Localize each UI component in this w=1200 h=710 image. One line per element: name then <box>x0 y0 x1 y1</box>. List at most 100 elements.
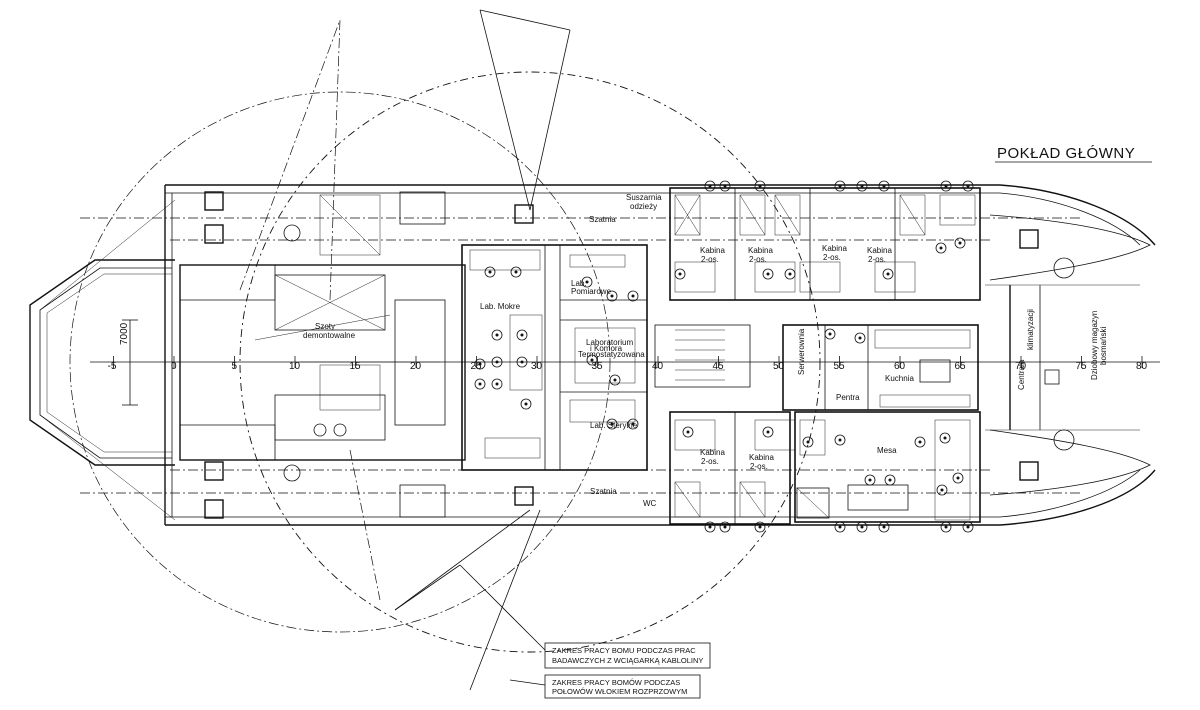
chair-symbol-center <box>860 184 864 188</box>
chair-symbol-center <box>766 272 770 276</box>
chair-symbol <box>882 268 894 280</box>
chair-symbol <box>940 180 952 192</box>
chair-symbol <box>864 474 876 486</box>
chair-symbol <box>719 521 731 533</box>
note-bom-line-1: ZAKRES PRACY BOMU PODCZAS PRAC <box>552 646 696 655</box>
chair-symbol-center <box>514 270 518 274</box>
chair-symbol-center <box>686 430 690 434</box>
cabin-label: Kabina <box>700 448 725 457</box>
frame-tick-label: 75 <box>1076 361 1088 372</box>
room-lab-termo-3: Termostatyzowana <box>578 350 645 359</box>
chair-symbol-center <box>918 440 922 444</box>
labels: POKŁAD GŁÓWNY 7000 Szoty demontowalne La… <box>119 145 1152 508</box>
hull-outline <box>164 184 1156 526</box>
room-szoty: Szoty <box>315 322 335 331</box>
frame-tick-label: 20 <box>410 361 422 372</box>
chair-symbol <box>491 329 503 341</box>
chair-symbol-center <box>488 270 492 274</box>
chair-symbol <box>856 521 868 533</box>
chair-symbol-center <box>944 184 948 188</box>
chair-symbol <box>884 474 896 486</box>
chair-symbol <box>802 436 814 448</box>
frame-tick-label: 15 <box>350 361 362 372</box>
chair-symbol <box>516 356 528 368</box>
frame-tick-label: 80 <box>1136 361 1148 372</box>
frame-tick-label: 40 <box>652 361 664 372</box>
chair-symbol-center <box>828 332 832 336</box>
chair-symbol <box>704 521 716 533</box>
chair-symbol-center <box>758 525 762 529</box>
frame-tick-label: 25 <box>471 361 483 372</box>
chair-symbol-center <box>495 382 499 386</box>
frame-tick-label: 5 <box>232 361 238 372</box>
room-szatnia-bottom: Szatnia <box>590 487 617 496</box>
cabin-label: 2-os. <box>868 255 886 264</box>
cabin-label: Kabina <box>749 453 774 462</box>
chair-symbol-center <box>966 184 970 188</box>
chair-symbol-center <box>806 440 810 444</box>
cabins-bottom <box>669 411 796 525</box>
chair-symbol-center <box>956 476 960 480</box>
furniture-symbols <box>474 180 974 533</box>
chair-symbol-center <box>882 184 886 188</box>
chair-symbol <box>474 378 486 390</box>
cabin-label: 2-os. <box>823 253 841 262</box>
chair-symbol-center <box>838 525 842 529</box>
chair-symbol <box>606 290 618 302</box>
chair-symbol <box>952 472 964 484</box>
chair-symbol-center <box>520 333 524 337</box>
room-wc: WC <box>643 499 657 508</box>
deck-fittings <box>204 191 1075 519</box>
room-lab-pomiarowe-2: Pomiarowe <box>571 287 612 296</box>
chair-symbol-center <box>758 184 762 188</box>
chair-symbol <box>824 328 836 340</box>
room-centrala-2: klimatyzacji <box>1026 309 1035 350</box>
chair-symbol <box>484 266 496 278</box>
chair-symbol-center <box>958 241 962 245</box>
chair-symbol <box>962 521 974 533</box>
note-bom-line-2: BADAWCZYCH Z WCIĄGARKĄ KABLOLINY <box>552 656 703 665</box>
chair-symbol-center <box>524 402 528 406</box>
frame-tick-label: 10 <box>289 361 301 372</box>
chair-symbol <box>491 356 503 368</box>
frame-tick-label: -5 <box>108 361 117 372</box>
stern-ramp <box>29 199 176 521</box>
chair-symbol <box>914 436 926 448</box>
room-lab-sterylne: Lab. Sterylne <box>590 421 638 430</box>
mid-block <box>654 324 981 523</box>
cabin-label: Kabina <box>822 244 847 253</box>
chair-symbol <box>586 354 598 366</box>
chair-symbol-center <box>631 294 635 298</box>
chair-symbol <box>510 266 522 278</box>
chair-symbol-center <box>944 525 948 529</box>
room-centrala: Centrala <box>1017 359 1026 390</box>
chair-symbol <box>856 180 868 192</box>
chair-symbol-center <box>590 358 594 362</box>
chair-symbol-center <box>886 272 890 276</box>
frame-tick-label: 55 <box>834 361 846 372</box>
room-demontowalne: demontowalne <box>303 331 356 340</box>
chair-symbol <box>520 398 532 410</box>
chair-symbol <box>474 358 486 370</box>
note-boms-line-1: ZAKRES PRACY BOMÓW PODCZAS <box>552 678 680 687</box>
chair-symbol-center <box>868 478 872 482</box>
chair-symbol-center <box>610 422 614 426</box>
room-lab-termo: Laboratorium <box>586 338 633 347</box>
note-boms-line-2: POŁOWÓW WŁOKIEM ROZPRZOWYM <box>552 687 687 696</box>
frame-tick-label: 60 <box>894 361 906 372</box>
frame-tick-label: 50 <box>773 361 785 372</box>
chair-symbol-center <box>858 336 862 340</box>
chair-symbol <box>878 180 890 192</box>
cabin-label: Kabina <box>867 246 892 255</box>
chair-symbol-center <box>478 362 482 366</box>
chair-symbol <box>834 434 846 446</box>
chair-symbol <box>954 237 966 249</box>
chair-symbol-center <box>678 272 682 276</box>
room-dziobowy-2: bosmański <box>1099 327 1108 365</box>
chair-symbol-center <box>631 422 635 426</box>
room-kuchnia: Kuchnia <box>885 374 914 383</box>
cabin-label: 2-os. <box>749 255 767 264</box>
frame-tick-label: 65 <box>955 361 967 372</box>
boom-notes: ZAKRES PRACY BOMU PODCZAS PRAC BADAWCZYC… <box>459 564 711 699</box>
frame-tick-label: 45 <box>713 361 725 372</box>
